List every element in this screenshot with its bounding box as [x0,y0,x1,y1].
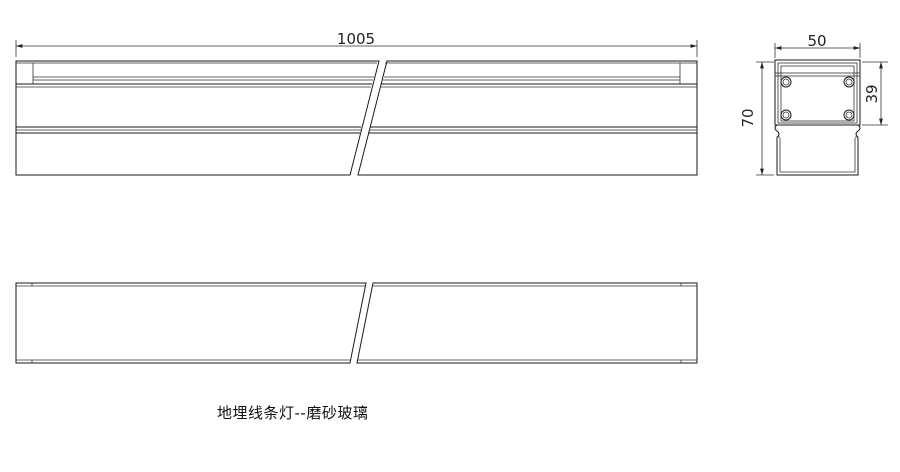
width-dimension: 50 [774,32,861,58]
top-elevation-view [15,282,698,364]
width-dimension-label: 50 [807,32,826,50]
drawing-caption: 地埋线条灯--磨砂玻璃 [217,404,369,422]
screw-boss [843,109,855,121]
inner-height-dimension-label: 39 [863,84,881,103]
inner-height-dimension: 39 [862,61,888,126]
height-dimension-label: 70 [739,108,757,127]
front-elevation-view: 1005 [15,30,698,176]
screw-boss [780,109,792,121]
height-dimension: 70 [739,61,774,176]
cross-section-view: 50 70 39 [739,32,888,176]
screw-boss [780,76,792,88]
screw-boss [843,76,855,88]
length-dimension: 1005 [15,30,698,57]
length-dimension-label: 1005 [337,30,375,48]
